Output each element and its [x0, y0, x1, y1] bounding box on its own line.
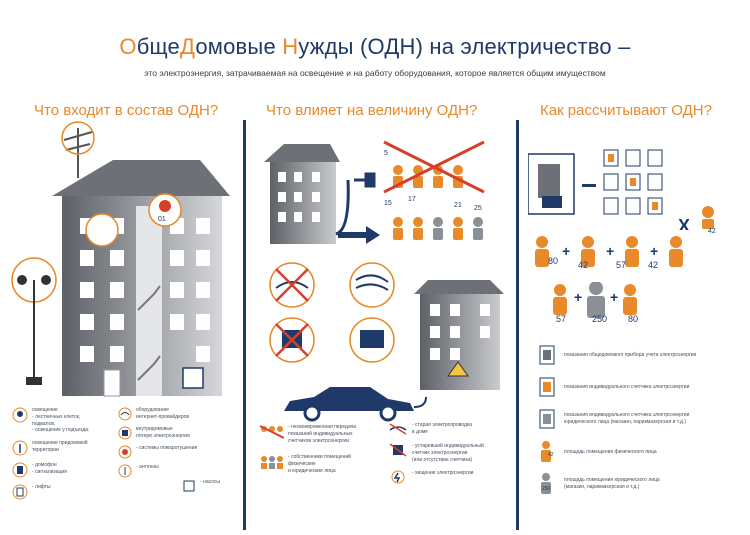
car-icon: [284, 387, 427, 422]
meter-icon: [118, 426, 132, 440]
row1-area-4: 42: [648, 260, 659, 270]
legal-area-icon: [541, 473, 551, 494]
svg-text:+: +: [606, 243, 614, 259]
antenna-icon: [61, 121, 95, 178]
crowd-number-5: 25: [474, 205, 482, 212]
fire-alarm-icon: [118, 445, 132, 459]
meter-callout-icon: [85, 213, 119, 247]
formula-row2: ++: [553, 282, 637, 318]
wires-icon: [389, 423, 407, 435]
svg-text:+: +: [650, 243, 658, 259]
elevator-icon: [12, 484, 28, 500]
legend-item-antennas: - антенны: [118, 464, 238, 478]
legend-item-common-meter: показания общедомового прибора учета эле…: [538, 344, 743, 366]
legal-meter-icon: [539, 409, 555, 429]
multiply-sign: X: [678, 216, 690, 230]
crossed-people-icon: [259, 425, 284, 439]
crowd-number-4: 21: [454, 202, 462, 209]
legend-item-person-area: 42 площадь помещения физического лица: [538, 440, 743, 464]
legend-item-legal-area: 250 площадь помещения юридического лица(…: [538, 472, 743, 496]
common-meter-icon: [539, 345, 555, 365]
crowd-number-1: 5: [384, 150, 388, 157]
legend-item-theft: - хищение электроэнергии: [388, 470, 513, 484]
legend-item-fire: - системы пожаротушения: [118, 445, 238, 459]
legend-item-lighting: освещение- лестничных клеток, подвалов,-…: [12, 407, 117, 434]
crowd-crossed-icon: [383, 140, 485, 194]
warning-icon: [447, 361, 469, 377]
individual-meter-icon: [539, 377, 555, 397]
router-icon: [118, 407, 132, 421]
lamppost-icon: [12, 440, 28, 456]
pump-icon: [182, 367, 204, 389]
column-heading-factors: Что влияет на величину ОДН?: [266, 102, 478, 119]
building-badge: 01: [158, 216, 166, 223]
crossed-meter-icon: [269, 317, 315, 363]
bulb-icon: [12, 407, 28, 423]
row1-area-1: 80: [548, 256, 559, 266]
arrow-right-icon: [338, 232, 366, 238]
row1-area-3: 57: [616, 260, 627, 270]
legend-item-elevator: - лифты: [12, 484, 117, 500]
svg-text:+: +: [610, 289, 618, 305]
old-meter-icon: [389, 443, 407, 457]
crowd-number-3: 17: [408, 196, 416, 203]
row1-area-2: 42: [578, 260, 589, 270]
crowd-number-2: 15: [384, 200, 392, 207]
crossed-wires-icon: [269, 262, 315, 308]
people-icon: [261, 456, 283, 470]
column-divider-left: [243, 120, 246, 530]
person-area-icon: [541, 441, 551, 462]
page-subtitle: это электроэнергия, затрачиваемая на осв…: [144, 68, 606, 78]
factors-illustration: [264, 140, 504, 390]
stairwell: [136, 206, 162, 396]
legend-item-pumps: - насосы: [182, 479, 220, 493]
page-title: ОбщеДомовые Нужды (ОДН) на электричество…: [119, 34, 631, 59]
plug-icon: [354, 172, 376, 188]
legend-item-legal-meter: показания индивидуального счетчика элект…: [538, 408, 743, 430]
crowd-icon: [393, 217, 483, 240]
antenna-icon: [118, 464, 132, 478]
wires-icon: [349, 262, 395, 308]
formula-top: X: [528, 149, 714, 230]
svg-text:+: +: [562, 243, 570, 259]
column-divider-right: [516, 120, 519, 530]
row2-area-2: 250: [592, 314, 608, 324]
theft-icon: [391, 470, 405, 484]
svg-text:+: +: [574, 289, 582, 305]
top-person-area: 42: [708, 228, 716, 235]
row2-area-1: 57: [556, 314, 567, 324]
legend-left-col1: освещение- лестничных клеток, подвалов,-…: [12, 407, 117, 500]
column-heading-composition: Что входит в состав ОДН?: [34, 102, 219, 119]
legend-item-intercom: - домофон- сигнализация: [12, 462, 117, 478]
pump-icon: [183, 480, 195, 492]
intercom-icon: [12, 462, 28, 478]
column-heading-calculation: Как рассчитывают ОДН?: [540, 102, 712, 119]
old-meter-icon: [349, 317, 395, 363]
building-roof: [52, 160, 230, 196]
legend-right: показания общедомового прибора учета эле…: [538, 344, 743, 496]
row2-area-3: 80: [628, 314, 639, 324]
building-illustration: 01: [11, 121, 230, 397]
formula-row1: + + +: [535, 236, 683, 267]
legend-item-individual-meter: показания индивидуального счетчика элект…: [538, 376, 743, 398]
